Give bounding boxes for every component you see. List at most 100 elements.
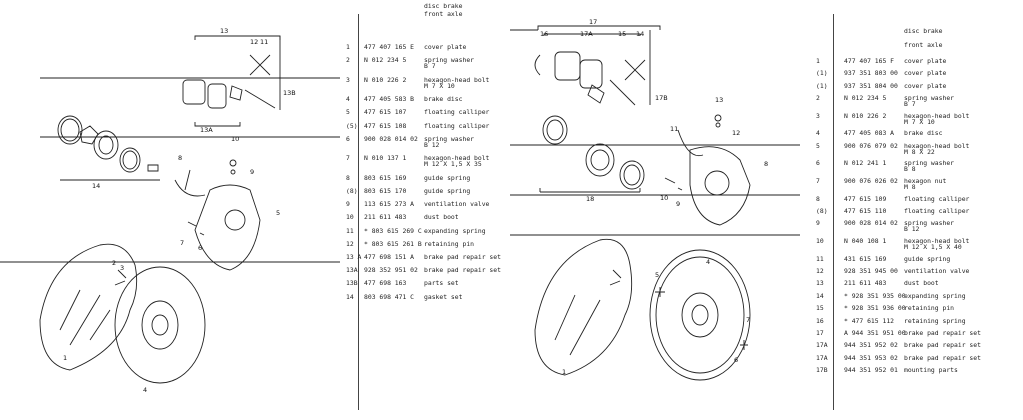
row-part: * 477 615 112: [844, 316, 895, 325]
right-header-line-1: disc brake: [904, 27, 943, 35]
row-desc: brake disc: [904, 129, 943, 138]
row-desc: expanding spring: [424, 226, 486, 235]
row-spec: B 7: [904, 100, 916, 109]
row-desc: spring washer: [424, 134, 475, 143]
callout-3: 3: [120, 264, 124, 272]
row-item: 17A: [816, 353, 828, 362]
row-desc: mounting parts: [904, 366, 958, 375]
row-item: 7: [346, 154, 350, 163]
row-part: 211 611 483: [844, 279, 887, 288]
callout-14: 14: [92, 182, 100, 190]
callout-1: 1: [63, 354, 67, 362]
row-item: 13B: [346, 279, 358, 288]
row-desc: ventilation valve: [904, 267, 970, 275]
row-desc: cover plate: [904, 69, 947, 78]
row-part: N 010 137 1: [364, 154, 407, 163]
row-item: 3: [816, 111, 820, 120]
row-part: 900 028 014 02: [364, 134, 418, 143]
row-part: 431 615 169: [844, 254, 887, 263]
row-part: * 928 351 936 00: [844, 304, 906, 313]
row-desc: retaining spring: [904, 316, 966, 325]
callout-7: 7: [180, 239, 184, 247]
right-header-line-2: front axle: [904, 41, 943, 49]
row-part: 928 351 945 00: [844, 267, 898, 275]
row-item: 4: [816, 129, 820, 138]
row-part: N 012 241 1: [844, 159, 887, 168]
row-desc: cover plate: [904, 81, 947, 90]
row-item: 11: [346, 226, 354, 235]
callout-4: 4: [706, 258, 710, 266]
row-part: 477 615 110: [844, 207, 887, 215]
row-desc: ventilation valve: [424, 200, 490, 209]
callout-5: 5: [276, 209, 280, 217]
row-item: (1): [816, 81, 828, 90]
row-part: 803 615 169: [364, 173, 407, 182]
row-desc: floating calliper: [424, 108, 490, 117]
row-desc: cover plate: [424, 43, 467, 51]
left-header-line-2: front axle: [424, 10, 463, 18]
row-desc: parts set: [424, 279, 459, 288]
callout-10: 10: [660, 194, 668, 202]
row-item: 10: [346, 213, 354, 222]
row-part: 477 615 109: [844, 194, 887, 203]
callout-11: 11: [670, 125, 678, 133]
row-item: 2: [816, 94, 820, 103]
row-desc: hexagon-head bolt: [424, 154, 490, 163]
row-desc: floating calliper: [904, 194, 970, 203]
row-item: 7: [816, 177, 820, 185]
row-desc: dust boot: [904, 279, 939, 288]
callout-6: 6: [734, 356, 738, 364]
row-desc: hexagon nut: [904, 177, 947, 185]
row-part: N 040 108 1: [844, 237, 887, 245]
row-desc: brake disc: [424, 95, 463, 104]
callout-8: 8: [764, 160, 768, 168]
row-item: (8): [816, 207, 828, 215]
row-desc: retaining pin: [424, 239, 475, 248]
callout-17b: 17B: [655, 94, 668, 102]
row-spec: M 7 X 10: [424, 81, 455, 90]
row-item: 15: [816, 304, 824, 313]
row-part: N 012 234 5: [364, 56, 407, 65]
callout-9: 9: [676, 200, 680, 208]
row-desc: spring washer: [904, 94, 955, 103]
row-desc: hexagon-head bolt: [904, 237, 970, 245]
row-part: 477 615 108: [364, 121, 407, 130]
row-item: 2: [346, 56, 350, 65]
callout-4: 4: [143, 386, 147, 394]
row-desc: floating calliper: [424, 121, 490, 130]
row-part: N 012 234 5: [844, 94, 887, 103]
row-item: 16: [816, 316, 824, 325]
row-part: 900 028 014 02: [844, 219, 898, 228]
row-part: 477 407 165 F: [844, 57, 895, 65]
row-item: 12: [346, 239, 354, 248]
callout-10: 10: [231, 135, 239, 143]
callout-14: 14: [636, 30, 644, 38]
row-desc: hexagon-head bolt: [904, 141, 970, 150]
row-desc: expanding spring: [904, 291, 966, 300]
row-desc: hexagon-head bolt: [904, 111, 970, 120]
row-part: 937 351 803 00: [844, 69, 898, 78]
callout-18: 18: [586, 195, 594, 203]
row-item: 11: [816, 254, 824, 263]
row-item: 6: [346, 134, 350, 143]
row-part: 900 076 079 02: [844, 141, 898, 150]
row-item: (5): [346, 121, 358, 130]
row-item: 6: [816, 159, 820, 168]
callout-8: 8: [178, 154, 182, 162]
row-spec: B 12: [424, 140, 440, 149]
row-item: 8: [346, 173, 350, 182]
row-part: 113 615 273 A: [364, 200, 415, 209]
row-item: 3: [346, 75, 350, 84]
row-spec: M 8: [904, 183, 916, 191]
row-spec: B 7: [424, 62, 436, 71]
right-diagram-callouts: 17 16 17A 15 14 17B 13 12 11 8 10 9 18 5…: [540, 18, 768, 376]
left-diagram-callouts: 13 12 11 13B 13A 10 9 8 14 5 7 6 3 2 1 4: [63, 27, 296, 394]
row-item: 5: [346, 108, 350, 117]
row-part: 944 351 952 02: [844, 341, 898, 350]
callout-13a: 13A: [200, 126, 213, 134]
row-item: 17B: [816, 366, 828, 375]
row-desc: retaining pin: [904, 304, 955, 313]
callout-16: 16: [540, 30, 548, 38]
right-diagram-svg: 17 16 17A 15 14 17B 13 12 11 8 10 9 18 5…: [510, 18, 800, 381]
row-desc: brake pad repair set: [424, 253, 501, 261]
